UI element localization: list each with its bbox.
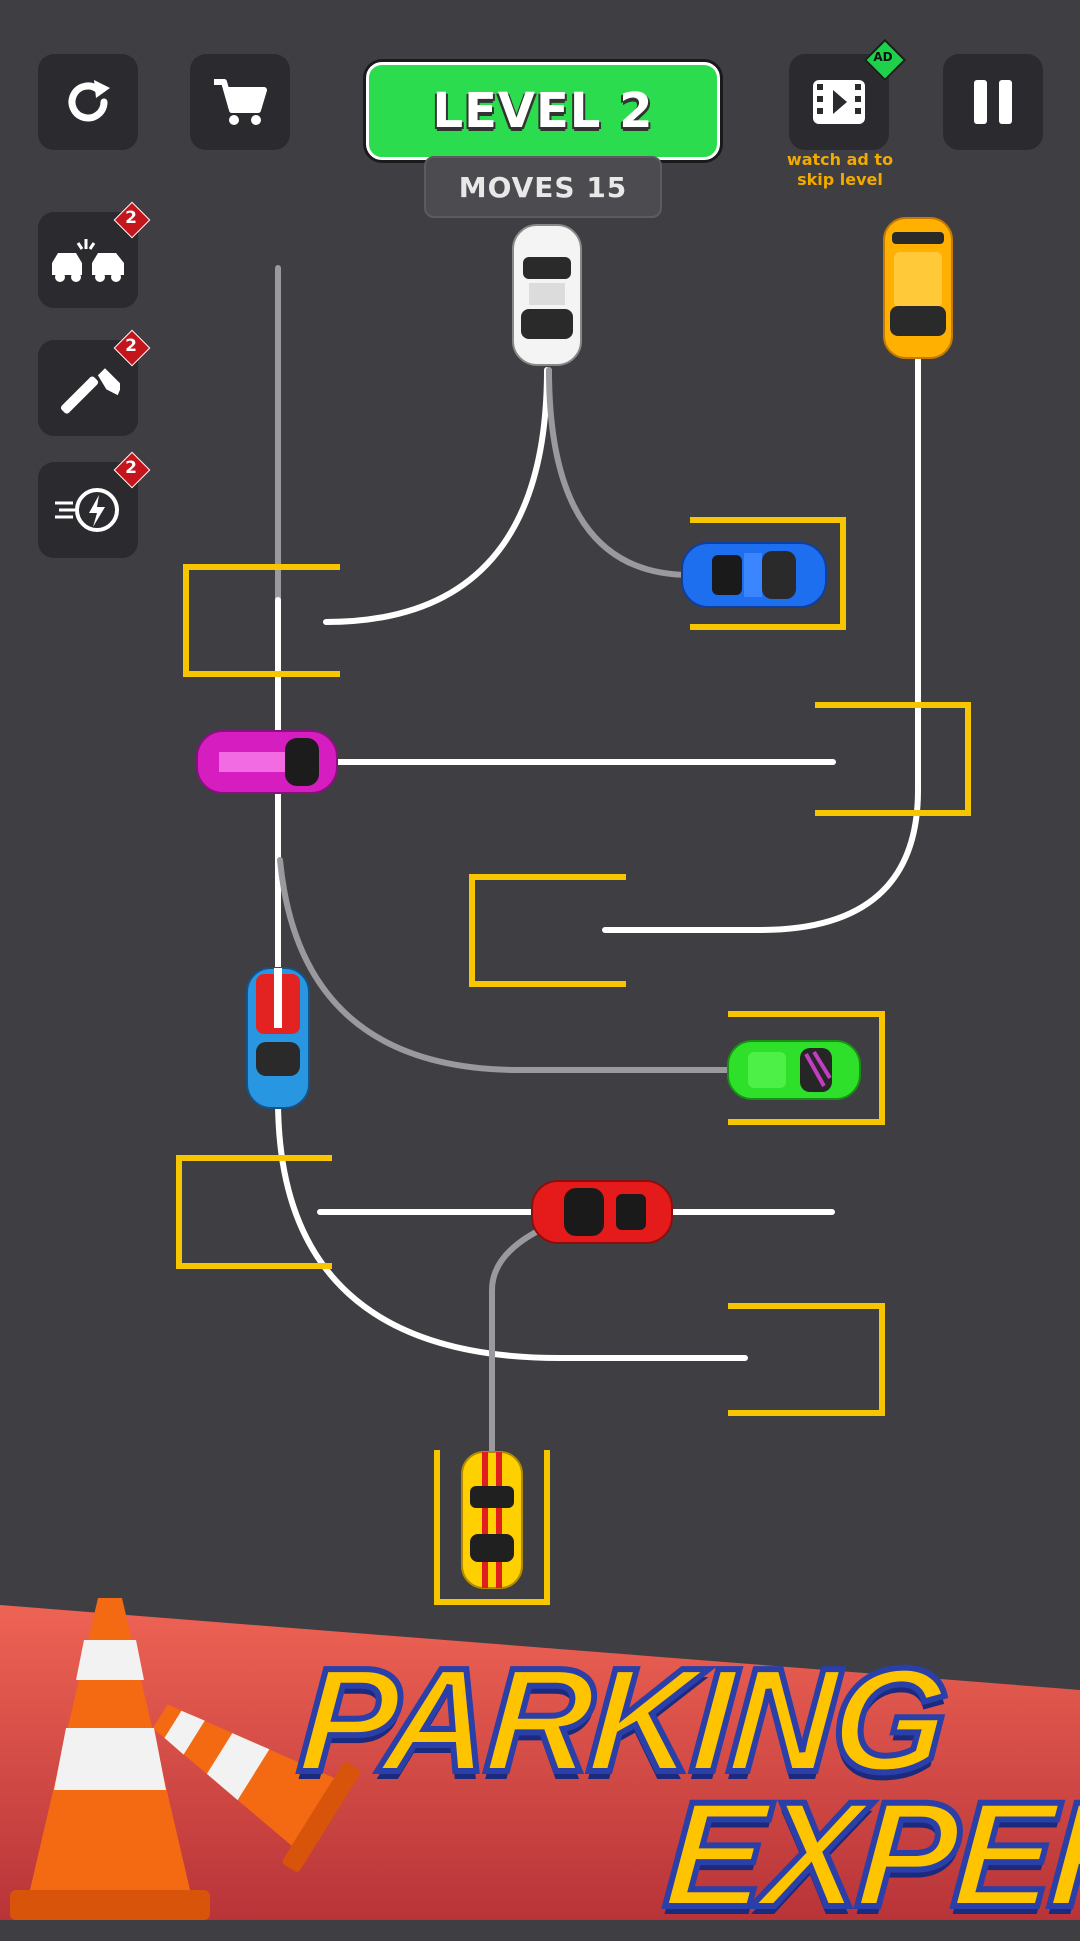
car-orange[interactable] (883, 217, 953, 359)
powerup-crash-button[interactable]: 2 (38, 201, 151, 308)
skip-level-label: watch ad to skip level (786, 150, 894, 189)
restart-button[interactable] (38, 54, 138, 150)
car-paths (275, 265, 921, 1458)
cart-icon (214, 79, 267, 125)
spot-2 (690, 517, 846, 630)
spot-1 (183, 564, 340, 677)
title-banner (0, 1605, 1080, 1920)
skip-level-button[interactable]: AD (789, 38, 907, 150)
spot-6 (176, 1155, 332, 1269)
car-blue[interactable] (681, 542, 827, 608)
spot-4 (469, 874, 626, 987)
spot-5 (728, 1011, 885, 1125)
path-grey-2 (277, 857, 738, 1073)
path-grey-3 (546, 367, 693, 578)
pause-icon (974, 80, 1012, 124)
powerup-crash-badge: 2 (113, 201, 151, 239)
path-white-5 (602, 357, 921, 933)
moves-counter: MOVES 15 (424, 156, 662, 218)
spot-7 (728, 1303, 885, 1416)
hammer-icon (60, 368, 120, 414)
parking-spots (176, 517, 971, 1605)
powerup-hammer-badge: 2 (113, 329, 151, 367)
title-expert: EXPERT (657, 1767, 1080, 1941)
level-indicator: LEVEL 2 (366, 62, 720, 160)
car-blue-red[interactable] (246, 967, 310, 1109)
powerup-hammer-button[interactable]: 2 (38, 329, 151, 436)
spot-3 (815, 702, 971, 816)
car-yellow-striped[interactable] (461, 1451, 523, 1589)
shop-button[interactable] (190, 54, 290, 150)
video-icon (813, 80, 865, 124)
speed-icon (55, 488, 119, 532)
car-white[interactable] (512, 224, 582, 366)
restart-icon (68, 80, 110, 122)
car-green[interactable] (727, 1040, 861, 1100)
traffic-cone-icon (10, 1598, 361, 1920)
powerup-speed-button[interactable]: 2 (38, 451, 151, 558)
crash-icon (52, 239, 124, 282)
path-grey-4 (489, 1223, 551, 1458)
car-red[interactable] (531, 1180, 673, 1244)
path-white-3 (275, 1097, 748, 1361)
ad-badge: AD (863, 38, 907, 82)
car-magenta[interactable] (196, 730, 338, 794)
spot-8 (434, 1450, 550, 1605)
powerup-speed-badge: 2 (113, 451, 151, 489)
pause-button[interactable] (943, 54, 1043, 150)
path-white-4 (323, 367, 550, 625)
